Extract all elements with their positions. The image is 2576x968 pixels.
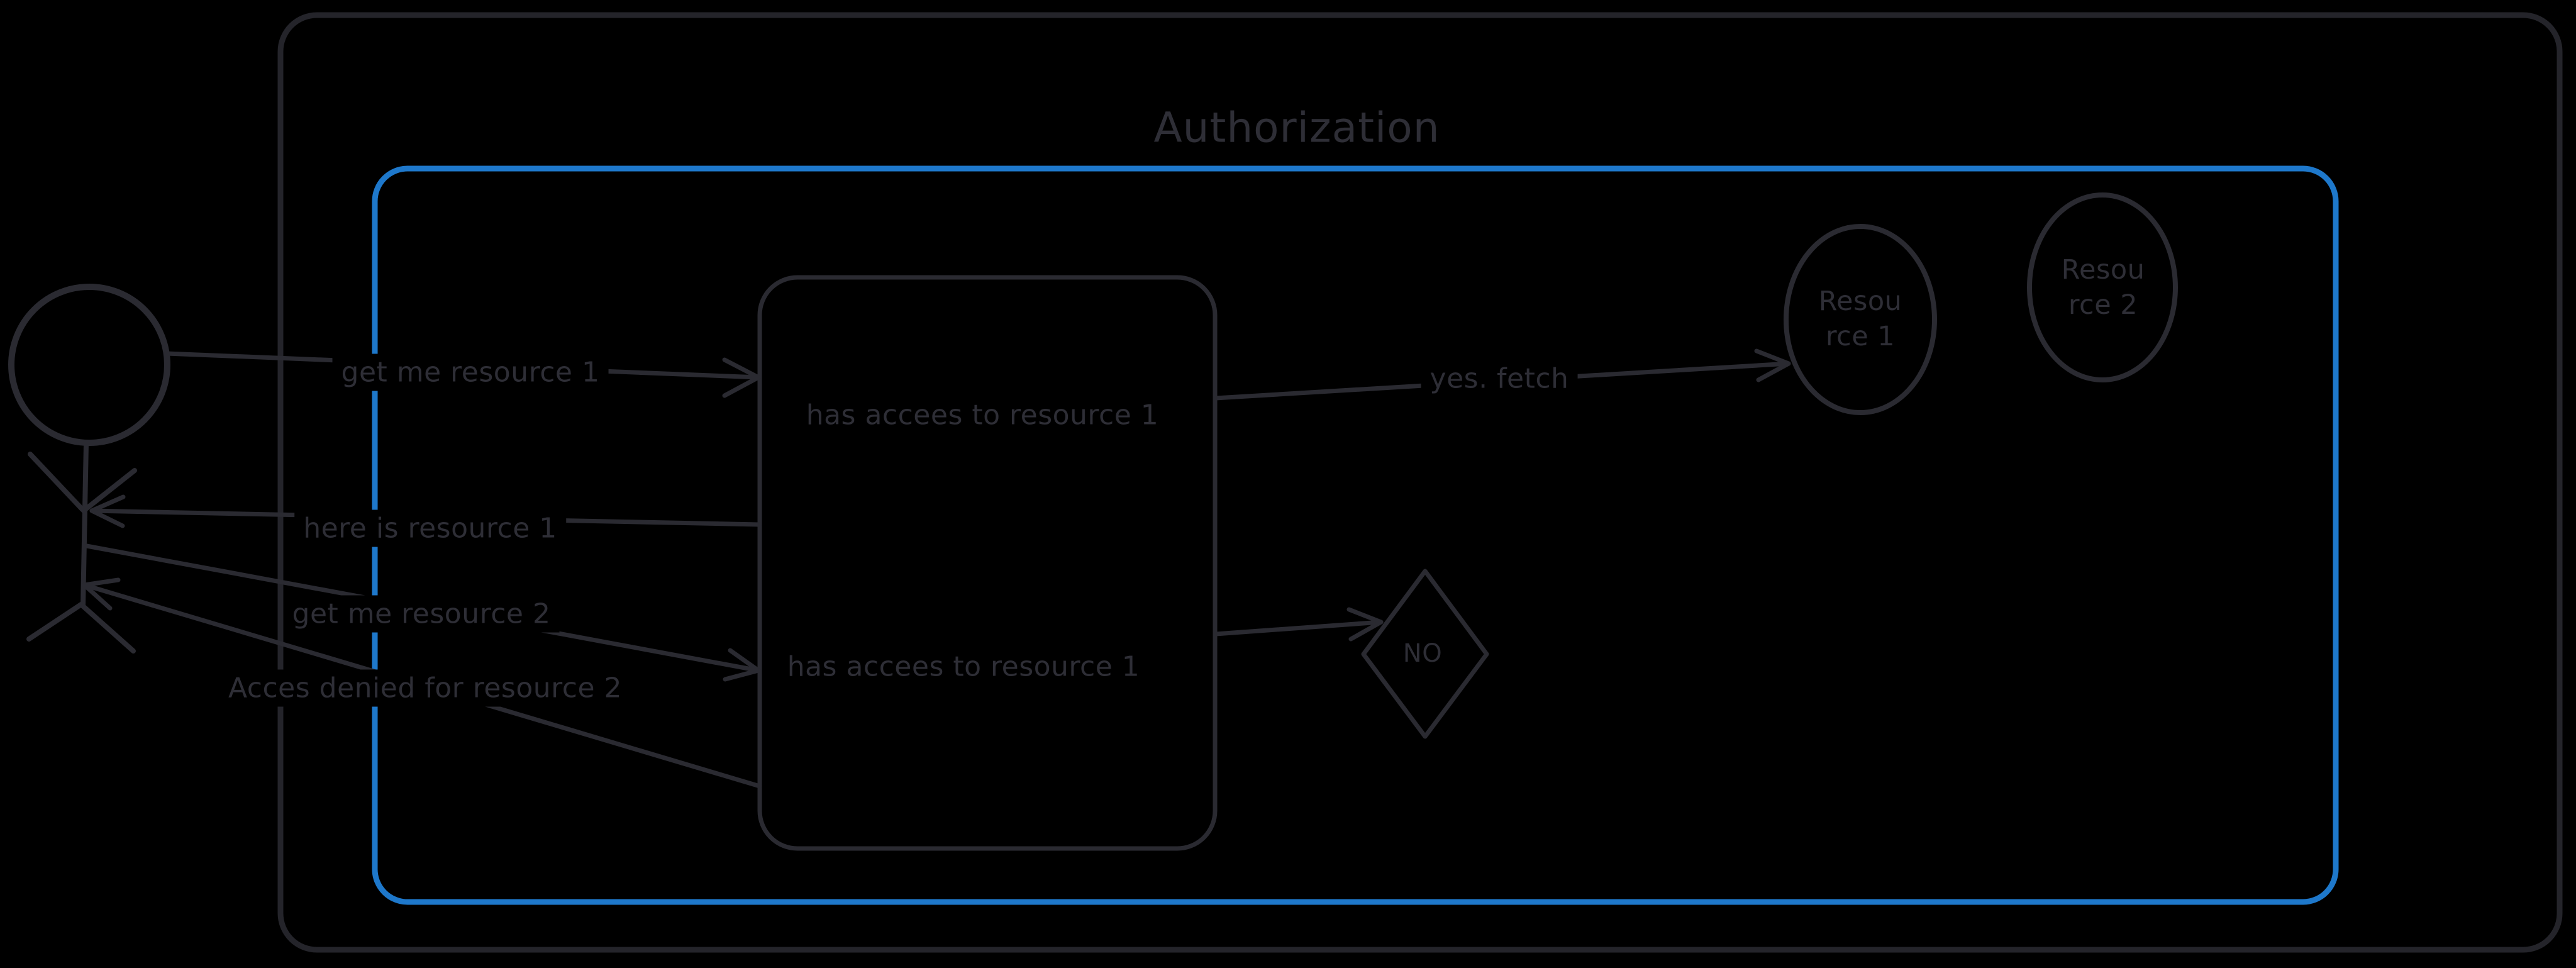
resource-2-label-line1: Resou (2061, 254, 2145, 286)
resource-2-ellipse (2027, 192, 2178, 382)
diagram-title: Authorization (1153, 103, 1440, 152)
actor-body (80, 442, 89, 608)
resource-1-ellipse (1784, 224, 1937, 415)
user-actor-icon (8, 284, 170, 654)
label-get-me-resource-2: get me resource 2 (283, 595, 560, 633)
no-diamond (1361, 569, 1489, 739)
arrowhead-right-icon (1346, 607, 1384, 642)
actor-left-arm (28, 452, 85, 512)
actor-head (8, 284, 170, 446)
arrowhead-left-icon (82, 577, 121, 611)
no-label: NO (1402, 639, 1443, 668)
actor-right-leg (79, 602, 136, 654)
arrowhead-right-icon (722, 357, 761, 398)
actor-left-leg (26, 602, 84, 642)
auth-box-text-1: has accees to resource 1 (806, 399, 1159, 431)
resource-2-label-line2: rce 2 (2068, 289, 2138, 321)
arrow-to-no-diamond (1213, 607, 1384, 642)
resource-1-label-line1: Resou (1818, 286, 1902, 318)
arrowhead-left-icon (89, 494, 126, 528)
label-yes-fetch: yes. fetch (1421, 360, 1578, 398)
label-here-is-resource-1: here is resource 1 (294, 509, 566, 547)
label-get-me-resource-1: get me resource 1 (332, 353, 609, 391)
authorization-boundary (372, 165, 2339, 905)
arrowhead-right-icon (723, 648, 761, 682)
auth-box-text-2: has accees to resource 1 (787, 650, 1140, 683)
label-access-denied: Acces denied for resource 2 (219, 669, 631, 707)
access-check-box (757, 275, 1218, 851)
outer-frame (277, 12, 2563, 953)
resource-1-label: Resou rce 1 (1819, 284, 1902, 355)
resource-1-label-line2: rce 1 (1825, 321, 1896, 352)
arrowhead-right-icon (1754, 348, 1791, 382)
actor-right-arm (81, 468, 137, 513)
resource-2-label: Resou rce 2 (2062, 253, 2145, 323)
